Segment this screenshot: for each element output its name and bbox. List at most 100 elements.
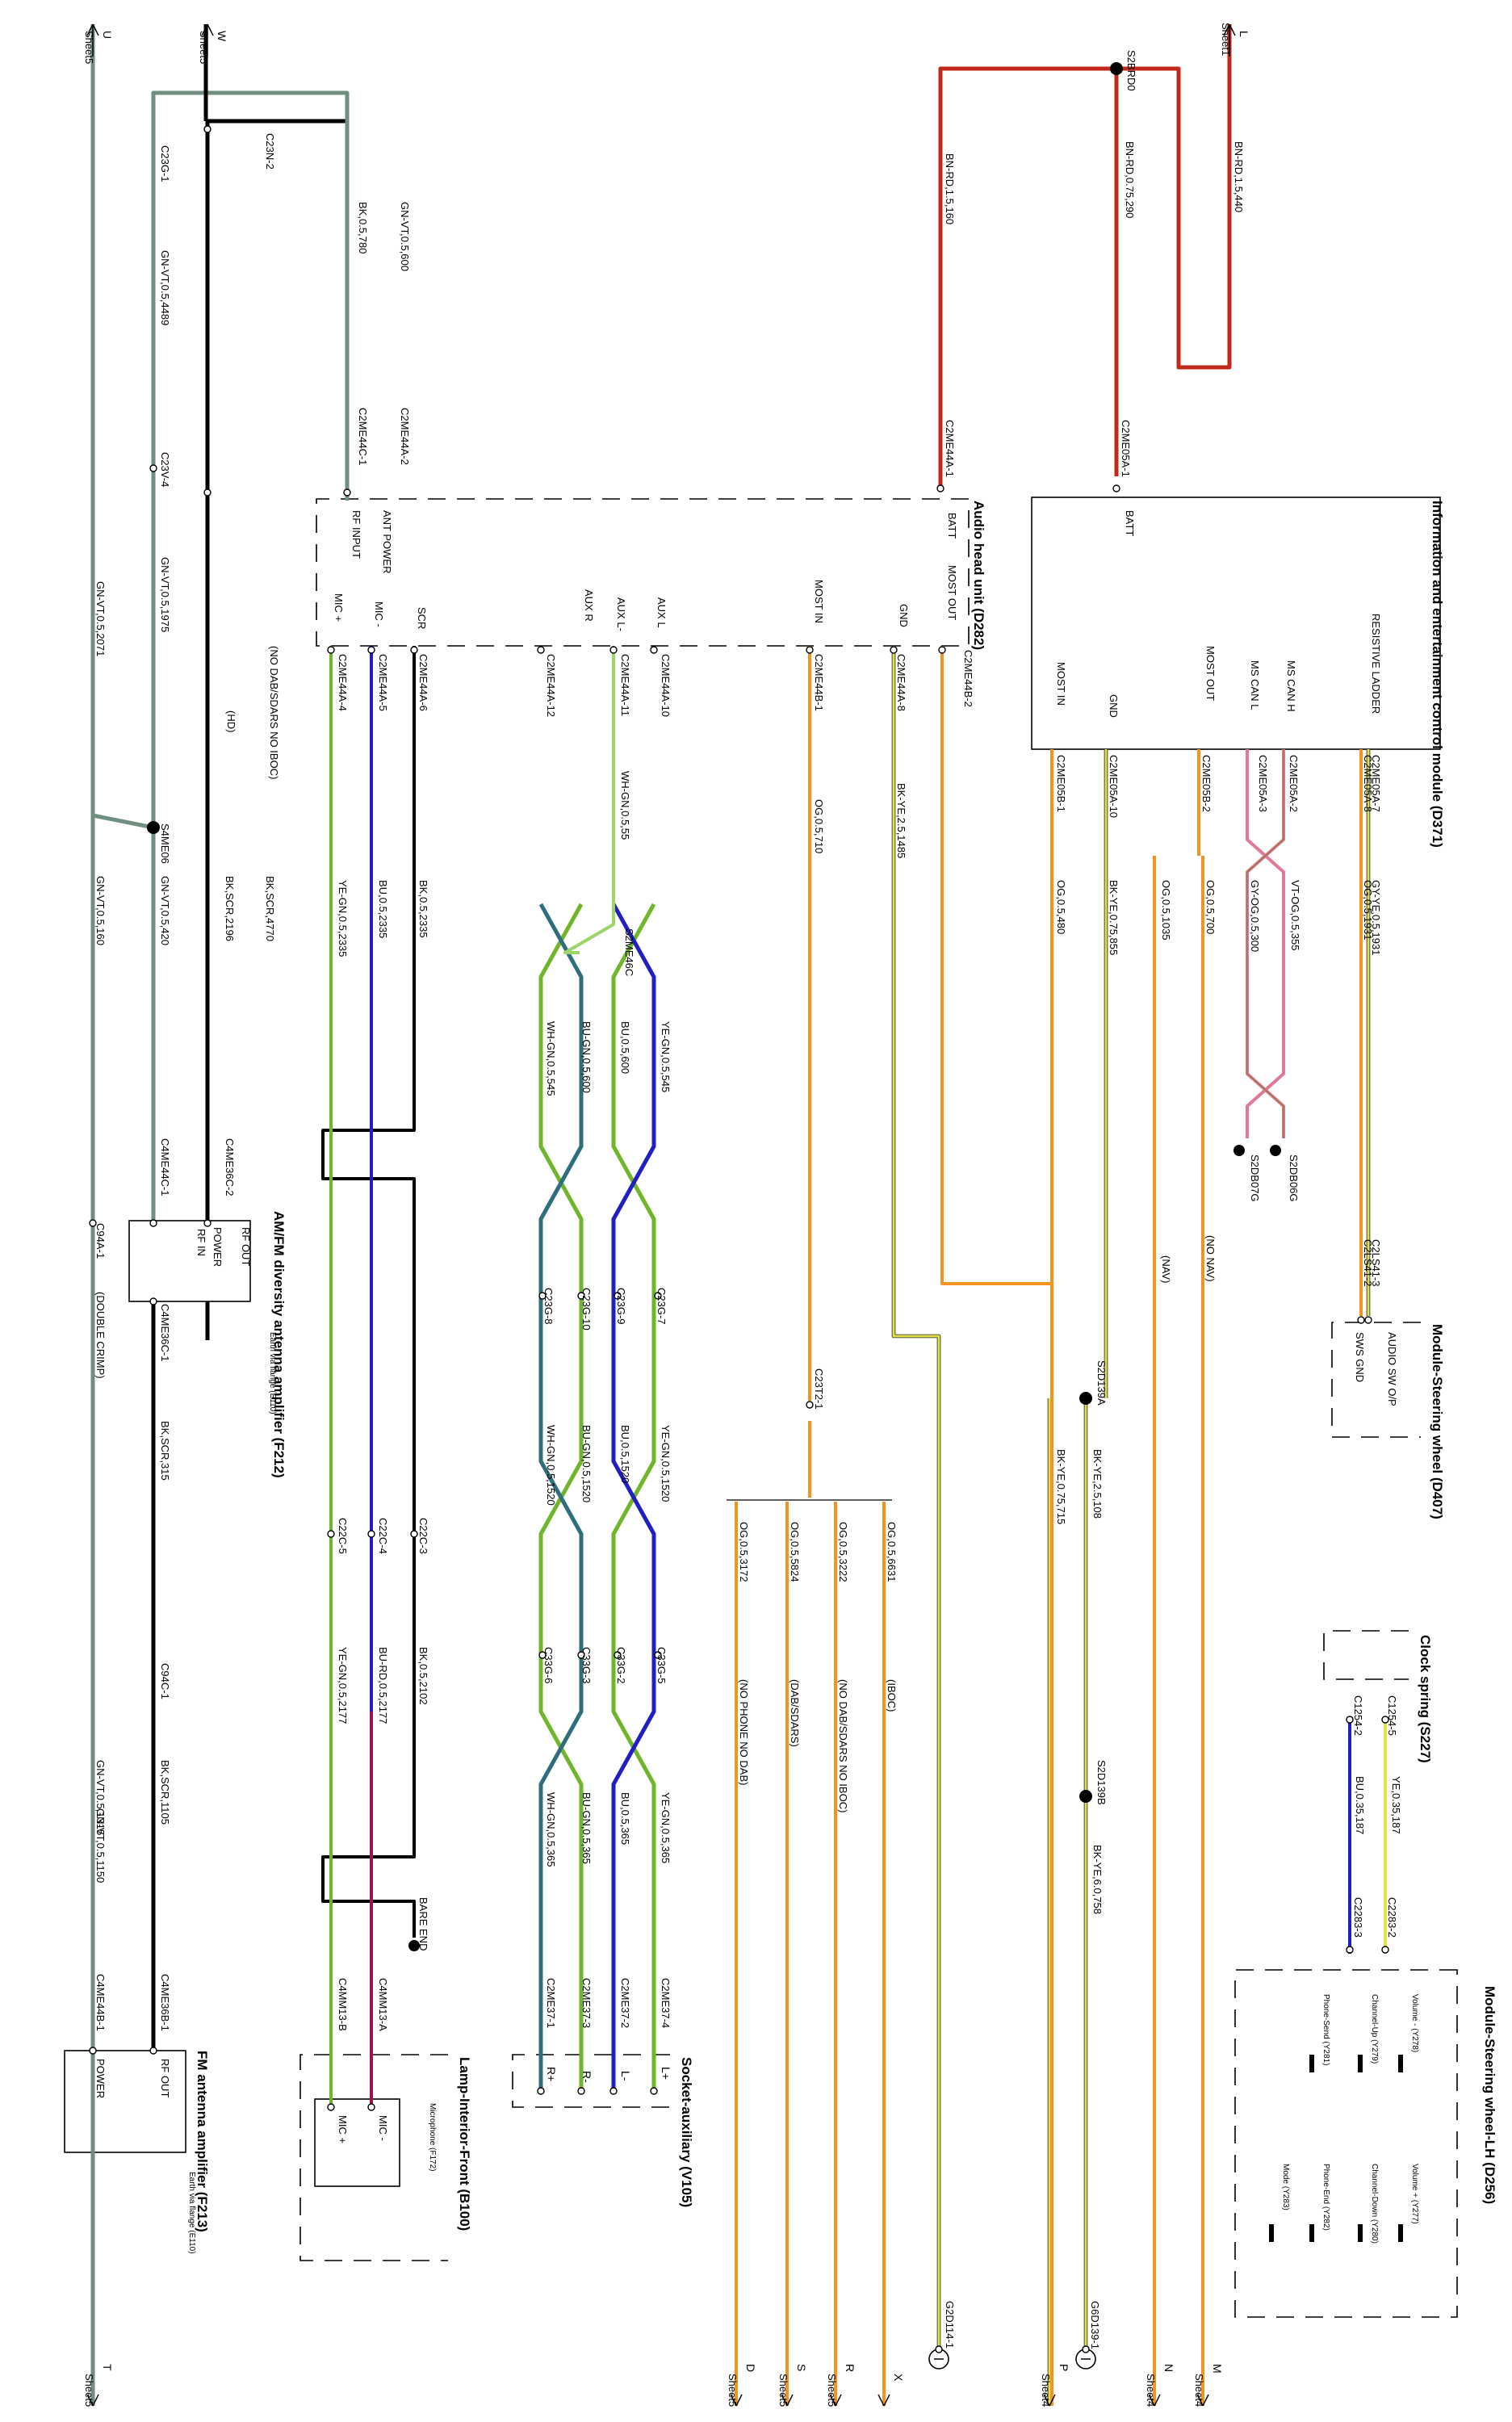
conn-s4me06: S4ME06 <box>159 823 171 864</box>
wire-label-w4: GY-YE,0.5,1931 <box>1370 880 1382 955</box>
hu-mostout: MOST OUT <box>946 565 958 620</box>
wire-label-w8: OG,0.5,700 <box>1204 880 1217 934</box>
pin-27 <box>1381 1716 1389 1724</box>
conn-c2me05a1: C2ME05A-1 <box>1120 420 1132 477</box>
sw-lh-switch-1: Channel-Up (Y279) <box>1370 1994 1379 2064</box>
conn-c4me44b1: C4ME44B-1 <box>94 1974 107 2031</box>
hu-gnd: GND <box>898 604 910 627</box>
wire-label-w46: GN-VT,0.5,2071 <box>94 581 107 656</box>
sheet-s-ref: Sheet5 <box>777 2374 790 2407</box>
sw-lh-title: Module-Steering wheel-LH (D256) <box>1482 1986 1497 2204</box>
mic-label: Microphone (F172) <box>428 2103 437 2171</box>
conn-c2me05a3: C2ME05A-3 <box>1257 755 1269 812</box>
conn-c23v4: C23V-4 <box>159 452 171 487</box>
pin-25 <box>1364 1316 1372 1324</box>
wire-label-w5: OG,0.5,1931 <box>1362 880 1374 940</box>
sheet-u: U <box>101 31 114 39</box>
pin-24 <box>327 1530 335 1538</box>
wire-label-w6: VT-OG,0.5,355 <box>1289 880 1301 950</box>
pin-28 <box>1346 1716 1354 1724</box>
conn-c2me44c1: C2ME44C-1 <box>357 408 369 466</box>
conn-c2ls413: C2LS41-3 <box>1370 1239 1382 1287</box>
conn-c2me373: C2ME37-3 <box>580 1978 593 2028</box>
sock-rp: R+ <box>545 2067 558 2081</box>
wire-label-w3: BN-RD,1.5,160 <box>944 153 956 224</box>
wire-hu-gnd-casing <box>891 646 941 2349</box>
conn-c2me44a8: C2ME44A-8 <box>895 654 907 711</box>
wire-auxlc-white <box>563 646 615 954</box>
pin-2 <box>938 646 946 654</box>
sheet-r: R <box>844 2364 857 2372</box>
wire-can-h-core <box>1246 749 1284 1138</box>
note-nav: (NAV) <box>1160 1255 1172 1283</box>
pin-38 <box>609 2087 618 2095</box>
wire-mic-scr <box>321 646 416 1938</box>
conn-c33g2: C33G-2 <box>615 1647 627 1684</box>
hu-mostin: MOST IN <box>813 580 825 623</box>
sheet-p: P <box>1058 2364 1070 2371</box>
sheet-l: L <box>1238 31 1250 37</box>
sheet-x: X <box>892 2374 905 2382</box>
conn-c2me44a2: C2ME44A-2 <box>399 408 411 465</box>
conn-g6d139: G6D139-1 <box>1089 2301 1101 2349</box>
conn-c4mm13a: C4MM13-A <box>377 1978 389 2031</box>
conn-c33g6: C33G-6 <box>542 1647 555 1684</box>
wire-ant-gnvt <box>90 90 350 2051</box>
pin-3 <box>890 646 898 654</box>
pin-42 <box>327 2103 335 2111</box>
wire-label-w34: BU-GN,0.5,365 <box>580 1792 593 1864</box>
conn-c2me46c: S2ME46C <box>623 928 635 976</box>
twist-left-a <box>611 903 656 2091</box>
conn-s2d139a: S2D139A <box>1095 1360 1108 1406</box>
fm-title: FM antenna amplifier (F213) <box>195 2051 210 2232</box>
sheet-m: M <box>1211 2364 1224 2374</box>
iecm-mostout: MOST OUT <box>1204 646 1217 701</box>
splice-s2d139b <box>1079 1790 1092 1803</box>
wire-batt-160 <box>938 66 1116 488</box>
mic-box <box>314 2098 400 2187</box>
sheet-d: D <box>744 2364 757 2372</box>
conn-c22c5: C22C-5 <box>337 1518 349 1554</box>
sw-lh-switch-3: Volume + (Y277) <box>1410 2164 1419 2224</box>
hu-scr: SCR <box>416 607 428 629</box>
ground-g6d139 <box>1075 2349 1096 2370</box>
twist-left-b <box>611 903 656 2091</box>
twist-right-a <box>538 903 584 2091</box>
wire-label-w21: OG,0.5,5824 <box>789 1522 801 1582</box>
wire-label-w51: BK,SCR,315 <box>159 1421 171 1481</box>
iecm-canl: MS CAN L <box>1249 660 1261 710</box>
conn-c22c4: C22C-4 <box>377 1518 389 1554</box>
wire-label-w13: BU,0.35,187 <box>1354 1776 1366 1834</box>
sheet-m-ref: Sheet4 <box>1193 2374 1205 2407</box>
pin-30 <box>1346 1946 1354 1954</box>
wire-label-w48: BK,SCR,2196 <box>224 876 236 941</box>
sw-lh-switch-4: Channel-Down (Y280) <box>1370 2164 1379 2244</box>
iecm-mostin: MOST IN <box>1055 662 1067 706</box>
pin-37 <box>650 2087 658 2095</box>
amfm-title: AM/FM diversity antenna amplifier (F212) <box>271 1211 287 1478</box>
conn-c4me44c1: C4ME44C-1 <box>159 1138 171 1196</box>
conn-c2me44b2: C2ME44B-2 <box>962 650 974 707</box>
amfm-rfin: RF IN <box>195 1229 207 1256</box>
fm-rfout: RF OUT <box>159 2059 171 2097</box>
sheet-n-ref: Sheet4 <box>1145 2374 1157 2407</box>
splice-s2brd0 <box>1110 62 1123 75</box>
conn-c2me372: C2ME37-2 <box>619 1978 631 2028</box>
pin-45 <box>203 125 212 133</box>
iecm-gnd: GND <box>1108 694 1120 718</box>
conn-s2db06g: S2DB06G <box>1288 1154 1300 1202</box>
splice-s2d139a <box>1079 1392 1092 1405</box>
wire-label-w52: BK,SCR,1105 <box>159 1760 171 1825</box>
sw-lh-switch-contact-2 <box>1309 2055 1314 2072</box>
conn-c22833: C2283-3 <box>1352 1897 1364 1938</box>
pin-13 <box>654 1292 662 1300</box>
wire-most-out <box>940 646 1053 1285</box>
wire-label-w36: BK,0.5,2335 <box>417 880 429 938</box>
sw-lh-switch-contact-4 <box>1358 2224 1363 2242</box>
pin-41 <box>367 2103 375 2111</box>
conn-c23g9: C23G-9 <box>615 1288 627 1325</box>
sw-lh-switch-0: Volume - (Y278) <box>1410 1994 1419 2052</box>
note-dab: (DAB/SDARS) <box>789 1679 801 1747</box>
conn-c4me36c2: C4ME36C-2 <box>224 1138 236 1196</box>
